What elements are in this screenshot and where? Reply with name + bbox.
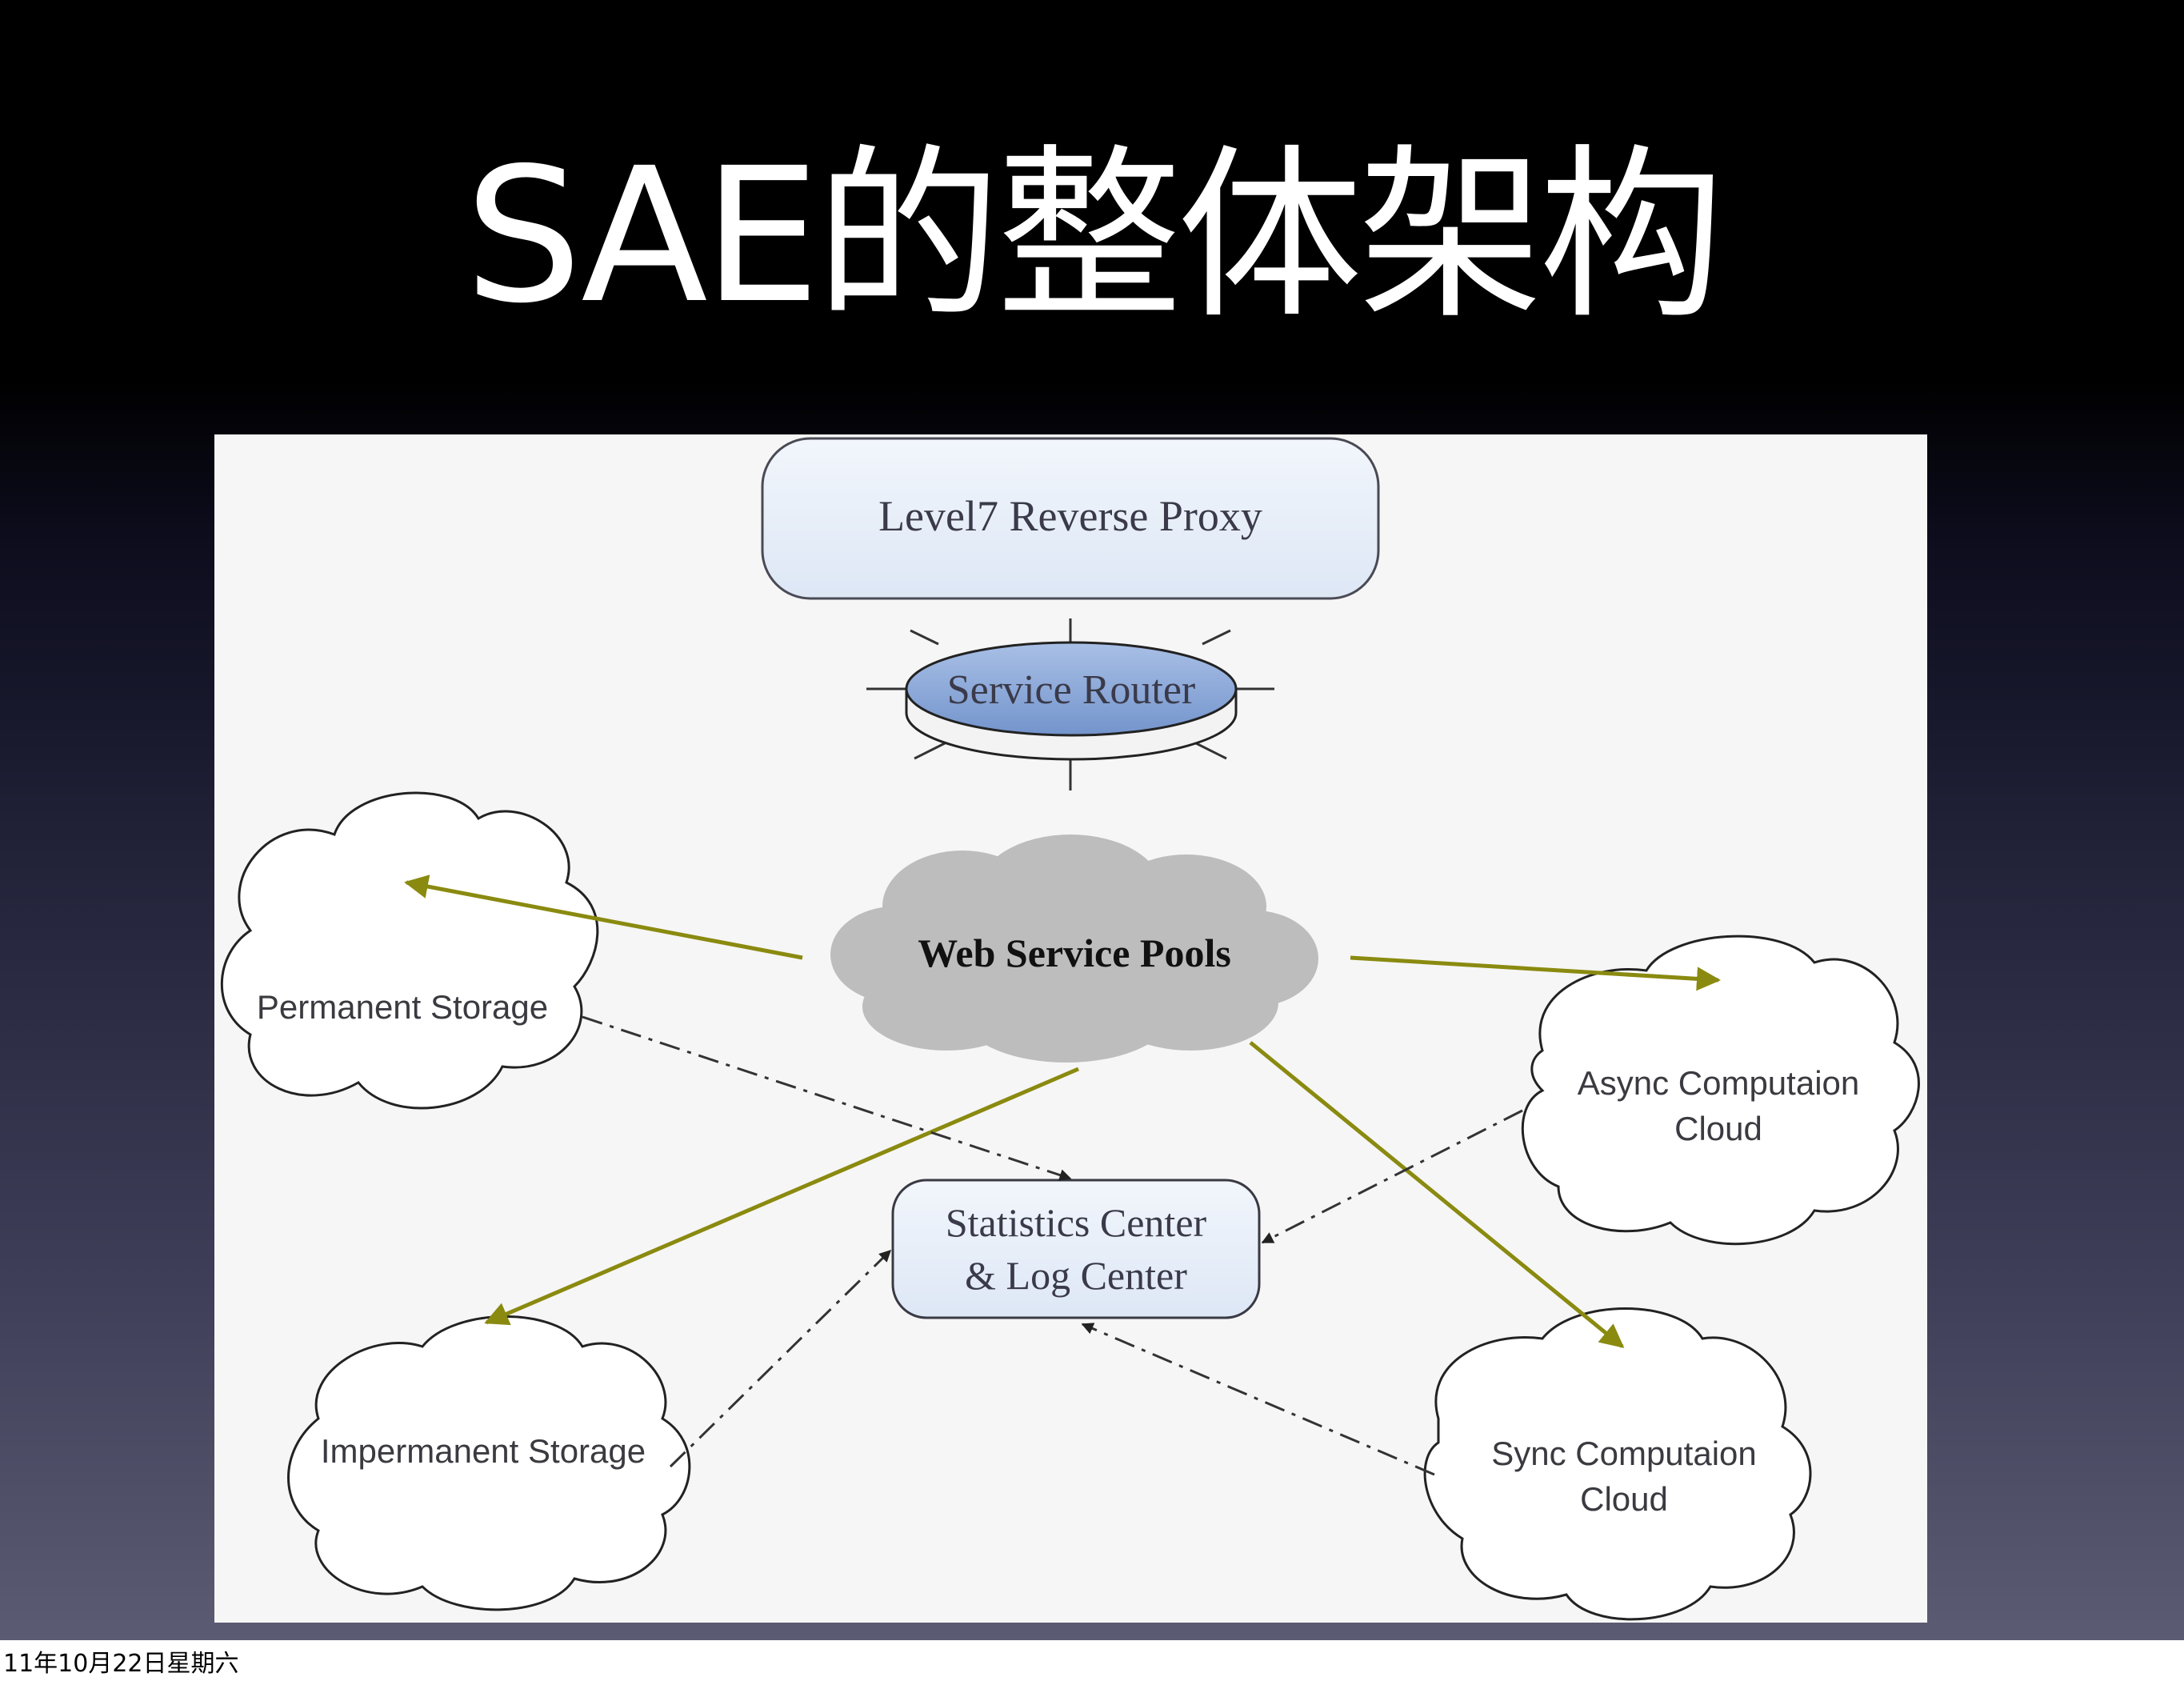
arrow-to-permanent-storage [404, 875, 803, 960]
sync-cloud-label-line2: Cloud [1580, 1480, 1668, 1518]
reverse-proxy-label: Level7 Reverse Proxy [878, 492, 1262, 540]
dash-permanent-to-stats [582, 1015, 1072, 1181]
arrow-to-async-cloud [1350, 955, 1721, 991]
stats-label-line1: Statistics Center [946, 1200, 1207, 1245]
footer-bar [0, 1640, 2184, 1681]
statistics-log-center-box: Statistics Center & Log Center [891, 1179, 1261, 1319]
architecture-diagram: Level7 Reverse Proxy Service Router [214, 434, 1927, 1623]
dash-async-to-stats [1261, 1109, 1523, 1244]
web-service-pools-cloud: Web Service Pools [830, 834, 1318, 1063]
slide: SAE的整体架构 [0, 0, 2184, 1640]
web-service-pools-label: Web Service Pools [918, 931, 1231, 975]
dashdot-arrows [582, 1015, 1523, 1476]
permanent-storage-label: Permanent Storage [257, 988, 548, 1026]
arrow-to-sync-cloud [1249, 1041, 1625, 1348]
reverse-proxy-box: Level7 Reverse Proxy [761, 437, 1380, 600]
async-cloud-label-line2: Cloud [1674, 1110, 1762, 1147]
dash-impermanent-to-stats [669, 1249, 892, 1468]
sync-computation-cloud: Sync Computaion Cloud [1423, 1307, 1812, 1621]
impermanent-storage-label: Impermanent Storage [321, 1432, 646, 1470]
stats-label-line2: & Log Center [965, 1253, 1187, 1298]
async-computation-cloud: Async Computaion Cloud [1521, 935, 1920, 1246]
solid-arrows [404, 875, 1721, 1348]
footer-date: 11年10月22日星期六 [3, 1650, 239, 1678]
async-cloud-label-line1: Async Computaion [1578, 1064, 1860, 1102]
permanent-storage-cloud: Permanent Storage [220, 791, 599, 1110]
arrow-to-impermanent-storage [484, 1067, 1079, 1326]
impermanent-storage-cloud: Impermanent Storage [287, 1315, 691, 1611]
sync-cloud-label-line1: Sync Computaion [1491, 1435, 1757, 1472]
service-router-label: Service Router [947, 667, 1195, 713]
slide-title: SAE的整体架构 [464, 128, 1725, 344]
service-router: Service Router [866, 618, 1274, 790]
